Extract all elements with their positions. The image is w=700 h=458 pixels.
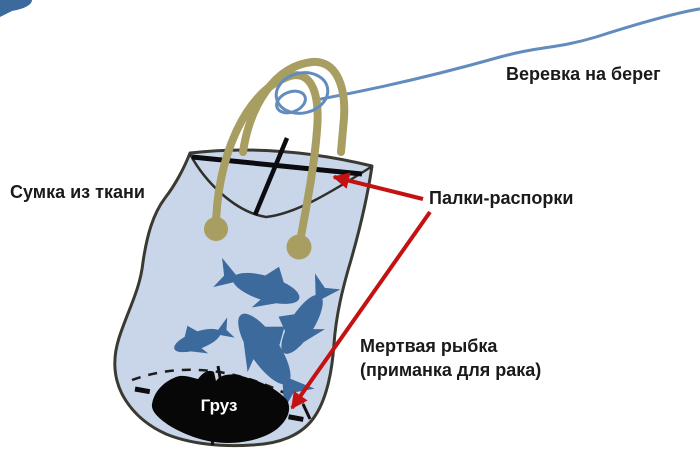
handle-knot-ball-right bbox=[286, 234, 312, 260]
rope-to-shore-label: Веревка на берег bbox=[506, 64, 661, 84]
spreader-stick-diagonal bbox=[252, 137, 290, 216]
handle-front bbox=[212, 71, 322, 251]
bag-opening-rim bbox=[188, 153, 372, 219]
weight-label: Груз bbox=[200, 396, 238, 415]
arrow-to-bottom-stick bbox=[290, 210, 432, 410]
handle-knot-ball-left bbox=[204, 217, 228, 241]
weight-blob bbox=[151, 370, 290, 443]
rope-knot bbox=[274, 71, 330, 115]
bait-label: Мертвая рыбка (приманка для рака) bbox=[360, 334, 541, 382]
handles-group bbox=[212, 57, 349, 251]
arrow-to-top-sticks bbox=[332, 172, 424, 201]
handle-back bbox=[239, 57, 349, 156]
rope-line bbox=[319, 7, 700, 101]
bag-body bbox=[113, 148, 374, 448]
fabric-bag-label: Сумка из ткани bbox=[10, 182, 145, 202]
spreader-sticks-label: Палки-распорки bbox=[429, 188, 574, 208]
bait-label-line1: Мертвая рыбка bbox=[360, 336, 498, 356]
fish-group bbox=[0, 0, 348, 415]
bait-label-line2: (приманка для рака) bbox=[360, 360, 542, 380]
